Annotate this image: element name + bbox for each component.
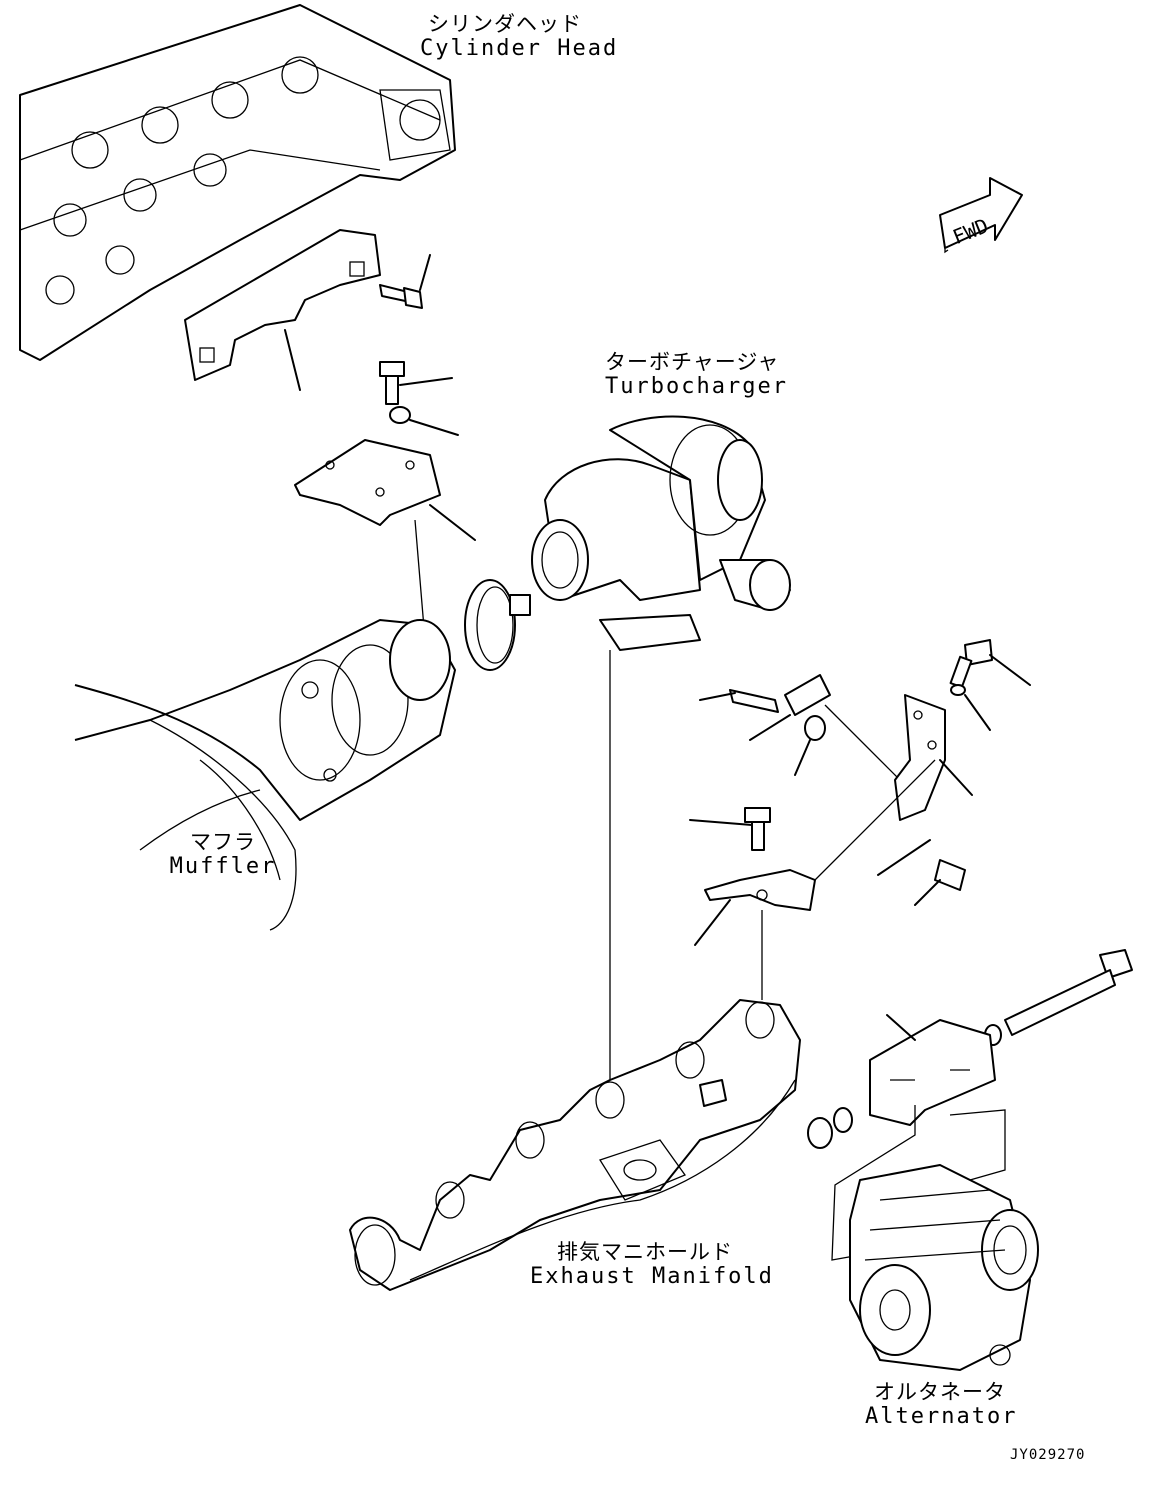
v-band-clamp [464,579,531,671]
label-turbocharger-jp: ターボチャージャ [605,350,780,374]
stud-and-nut-group [699,674,921,801]
fwd-arrow: FWD [939,177,1023,254]
alternator-drawing [831,1105,1039,1371]
label-muffler-jp: マフラ [190,830,256,854]
label-exhaust-manifold: 排気マニホールド Exhaust Manifold [530,1240,774,1290]
label-alternator: オルタネータ Alternator [865,1380,1015,1429]
bracket-plate [294,439,476,641]
label-turbocharger: ターボチャージャ Turbocharger [605,350,788,400]
label-exhaust-manifold-jp: 排気マニホールド [557,1240,733,1264]
label-muffler: マフラ Muffler [168,830,278,879]
turbocharger-drawing [531,415,791,1090]
bracket-lower-right [689,759,966,1000]
label-cylinder-head: シリンダヘッド Cylinder Head [420,12,619,62]
label-alternator-en: Alternator [865,1404,1018,1430]
cylinder-head-drawing [19,4,456,361]
label-muffler-en: Muffler [169,854,277,880]
bolt-upper-1 [379,254,431,309]
drawing-code: JY029270 [1010,1447,1086,1463]
label-exhaust-manifold-en: Exhaust Manifold [530,1264,774,1290]
label-cylinder-head-en: Cylinder Head [420,36,619,62]
alternator-bracket [807,949,1133,1149]
heat-shield-upper [184,229,381,391]
spacer-upper [389,406,459,436]
label-turbocharger-en: Turbocharger [605,374,788,400]
muffler-drawing [74,619,456,931]
label-alternator-jp: オルタネータ [874,1380,1006,1404]
label-cylinder-head-jp: シリンダヘッド [428,12,582,36]
bolt-upper-2 [379,361,453,405]
bracket-right [894,639,1031,821]
exhaust-manifold-drawing [349,999,801,1291]
